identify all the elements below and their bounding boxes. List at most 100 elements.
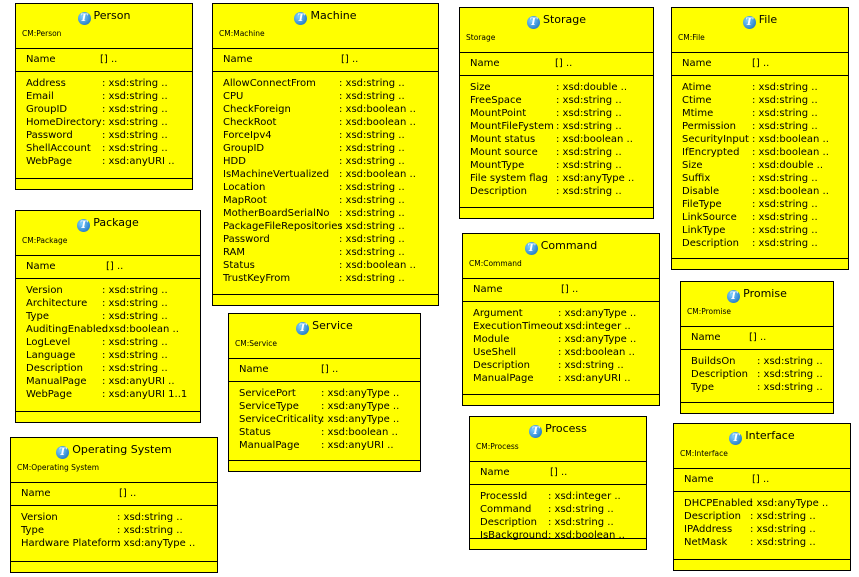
attribute-row[interactable]: Password: xsd:string .. xyxy=(213,233,438,246)
attribute-row[interactable]: Language: xsd:string .. xyxy=(16,349,200,362)
attribute-row[interactable]: Suffix: xsd:string .. xyxy=(672,172,848,185)
attribute-row[interactable]: Size: xsd:double .. xyxy=(460,81,653,94)
attribute-row[interactable]: WebPage: xsd:anyURI .. xyxy=(16,155,192,168)
attribute-row[interactable]: Ctime: xsd:string .. xyxy=(672,94,848,107)
attribute-row[interactable]: ProcessId: xsd:integer .. xyxy=(470,490,646,503)
attribute-row[interactable]: MotherBoardSerialNo: xsd:string .. xyxy=(213,207,438,220)
attribute-row[interactable]: IPAddress: xsd:string .. xyxy=(674,523,850,536)
attribute-row[interactable]: ServiceType: xsd:anyType .. xyxy=(229,400,420,413)
attribute-row[interactable]: Description: xsd:string .. xyxy=(470,516,646,529)
attribute-row[interactable]: ForceIpv4: xsd:string .. xyxy=(213,129,438,142)
attribute-row[interactable]: Description: xsd:string .. xyxy=(16,362,200,375)
attribute-row[interactable]: Status: xsd:boolean .. xyxy=(213,259,438,272)
attribute-row[interactable]: CheckRoot: xsd:boolean .. xyxy=(213,116,438,129)
attribute-row[interactable]: HomeDirectory: xsd:string .. xyxy=(16,116,192,129)
attribute-row[interactable]: MapRoot: xsd:string .. xyxy=(213,194,438,207)
attribute-row[interactable]: ExecutionTimeout: xsd:integer .. xyxy=(463,320,659,333)
attribute-row[interactable]: HDD: xsd:string .. xyxy=(213,155,438,168)
attribute-row[interactable]: IsMachineVertualized: xsd:boolean .. xyxy=(213,168,438,181)
attribute-row[interactable]: Description: xsd:string .. xyxy=(460,185,653,198)
attribute-row[interactable]: Disable: xsd:boolean .. xyxy=(672,185,848,198)
attribute-row[interactable]: LinkType: xsd:string .. xyxy=(672,224,848,237)
attribute-row[interactable]: Argument: xsd:anyType .. xyxy=(463,307,659,320)
attribute-row[interactable]: Type: xsd:string .. xyxy=(681,381,833,394)
attribute-row[interactable]: File system flag: xsd:anyType .. xyxy=(460,172,653,185)
attribute-row[interactable]: FreeSpace: xsd:string .. xyxy=(460,94,653,107)
attribute-row[interactable]: RAM: xsd:string .. xyxy=(213,246,438,259)
attribute-row[interactable]: Mtime: xsd:string .. xyxy=(672,107,848,120)
attribute-row[interactable]: FileType: xsd:string .. xyxy=(672,198,848,211)
attribute-row[interactable]: Size: xsd:double .. xyxy=(672,159,848,172)
attribute-type: : xsd:boolean .. xyxy=(339,169,416,180)
attribute-row[interactable]: Hardware Plateform: xsd:anyType .. xyxy=(11,537,217,550)
attribute-row[interactable]: ManualPage: xsd:anyURI .. xyxy=(16,375,200,388)
attribute-name: HDD xyxy=(223,156,246,167)
attribute-row[interactable]: Architecture: xsd:string .. xyxy=(16,297,200,310)
attribute-row[interactable]: NetMask: xsd:string .. xyxy=(674,536,850,549)
attribute-row[interactable]: IfEncrypted: xsd:boolean .. xyxy=(672,146,848,159)
attribute-row[interactable]: WebPage: xsd:anyURI 1..1 xyxy=(16,388,200,401)
attribute-row[interactable]: Address: xsd:string .. xyxy=(16,77,192,90)
attribute-name: Module xyxy=(473,334,510,345)
attribute-row[interactable]: LinkSource: xsd:string .. xyxy=(672,211,848,224)
attribute-type: : xsd:boolean .. xyxy=(339,260,416,271)
attribute-row[interactable]: Description: xsd:string .. xyxy=(674,510,850,523)
attribute-row[interactable]: PackageFileRepositories: xsd:string .. xyxy=(213,220,438,233)
attribute-row[interactable]: CPU: xsd:string .. xyxy=(213,90,438,103)
attribute-row[interactable]: Mount status: xsd:boolean .. xyxy=(460,133,653,146)
attribute-row[interactable]: CheckForeign: xsd:boolean .. xyxy=(213,103,438,116)
attribute-row[interactable]: Email: xsd:string .. xyxy=(16,90,192,103)
attribute-type: : xsd:anyType .. xyxy=(556,173,635,184)
attribute-row[interactable]: Command: xsd:string .. xyxy=(470,503,646,516)
attribute-row[interactable]: Version: xsd:string .. xyxy=(16,284,200,297)
attribute-row[interactable]: ServiceCriticality: xsd:anyType .. xyxy=(229,413,420,426)
attribute-row[interactable]: Status: xsd:boolean .. xyxy=(229,426,420,439)
attribute-row[interactable]: MountType: xsd:string .. xyxy=(460,159,653,172)
attribute-row[interactable]: Description: xsd:string .. xyxy=(681,368,833,381)
attribute-row[interactable]: Mount source: xsd:string .. xyxy=(460,146,653,159)
attribute-row[interactable]: GroupID: xsd:string .. xyxy=(16,103,192,116)
attribute-row[interactable]: Version: xsd:string .. xyxy=(11,511,217,524)
attribute-row[interactable]: Module: xsd:anyType .. xyxy=(463,333,659,346)
attribute-row[interactable]: TrustKeyFrom: xsd:string .. xyxy=(213,272,438,285)
attribute-row[interactable]: Description: xsd:string .. xyxy=(672,237,848,250)
attribute-row[interactable]: ManualPage: xsd:anyURI .. xyxy=(463,372,659,385)
attribute-row[interactable]: Atime: xsd:string .. xyxy=(672,81,848,94)
attribute-row[interactable]: Type: xsd:string .. xyxy=(16,310,200,323)
attribute-row[interactable]: DHCPEnabled: xsd:anyType .. xyxy=(674,497,850,510)
attribute-name: DHCPEnabled xyxy=(684,498,753,509)
attribute-row[interactable]: BuildsOn: xsd:string .. xyxy=(681,355,833,368)
attribute-row[interactable]: MountFileFystem: xsd:string .. xyxy=(460,120,653,133)
attribute-row[interactable]: GroupID: xsd:string .. xyxy=(213,142,438,155)
attribute-row[interactable]: Password: xsd:string .. xyxy=(16,129,192,142)
attribute-type: : xsd:string .. xyxy=(102,285,168,296)
attribute-row[interactable]: AuditingEnabled: xsd:boolean .. xyxy=(16,323,200,336)
attribute-row[interactable]: Type: xsd:string .. xyxy=(11,524,217,537)
attribute-row[interactable]: Location: xsd:string .. xyxy=(213,181,438,194)
attribute-row[interactable]: Permission: xsd:string .. xyxy=(672,120,848,133)
attribute-row[interactable]: UseShell: xsd:boolean .. xyxy=(463,346,659,359)
class-stereotype: CM:Package xyxy=(22,236,68,245)
attribute-row[interactable]: ShellAccount: xsd:string .. xyxy=(16,142,192,155)
attribute-row[interactable]: Description: xsd:string .. xyxy=(463,359,659,372)
attribute-row[interactable]: AllowConnectFrom: xsd:string .. xyxy=(213,77,438,90)
attribute-row[interactable]: ServicePort: xsd:anyType .. xyxy=(229,387,420,400)
attribute-row[interactable]: MountPoint: xsd:string .. xyxy=(460,107,653,120)
class-stereotype: CM:Operating System xyxy=(17,463,100,472)
attribute-row[interactable]: ManualPage: xsd:anyURI .. xyxy=(229,439,420,452)
attribute-row[interactable]: SecurityInput: xsd:boolean .. xyxy=(672,133,848,146)
attribute-row[interactable]: LogLevel: xsd:string .. xyxy=(16,336,200,349)
attribute-row[interactable]: IsBackground: xsd:boolean .. xyxy=(470,529,646,542)
